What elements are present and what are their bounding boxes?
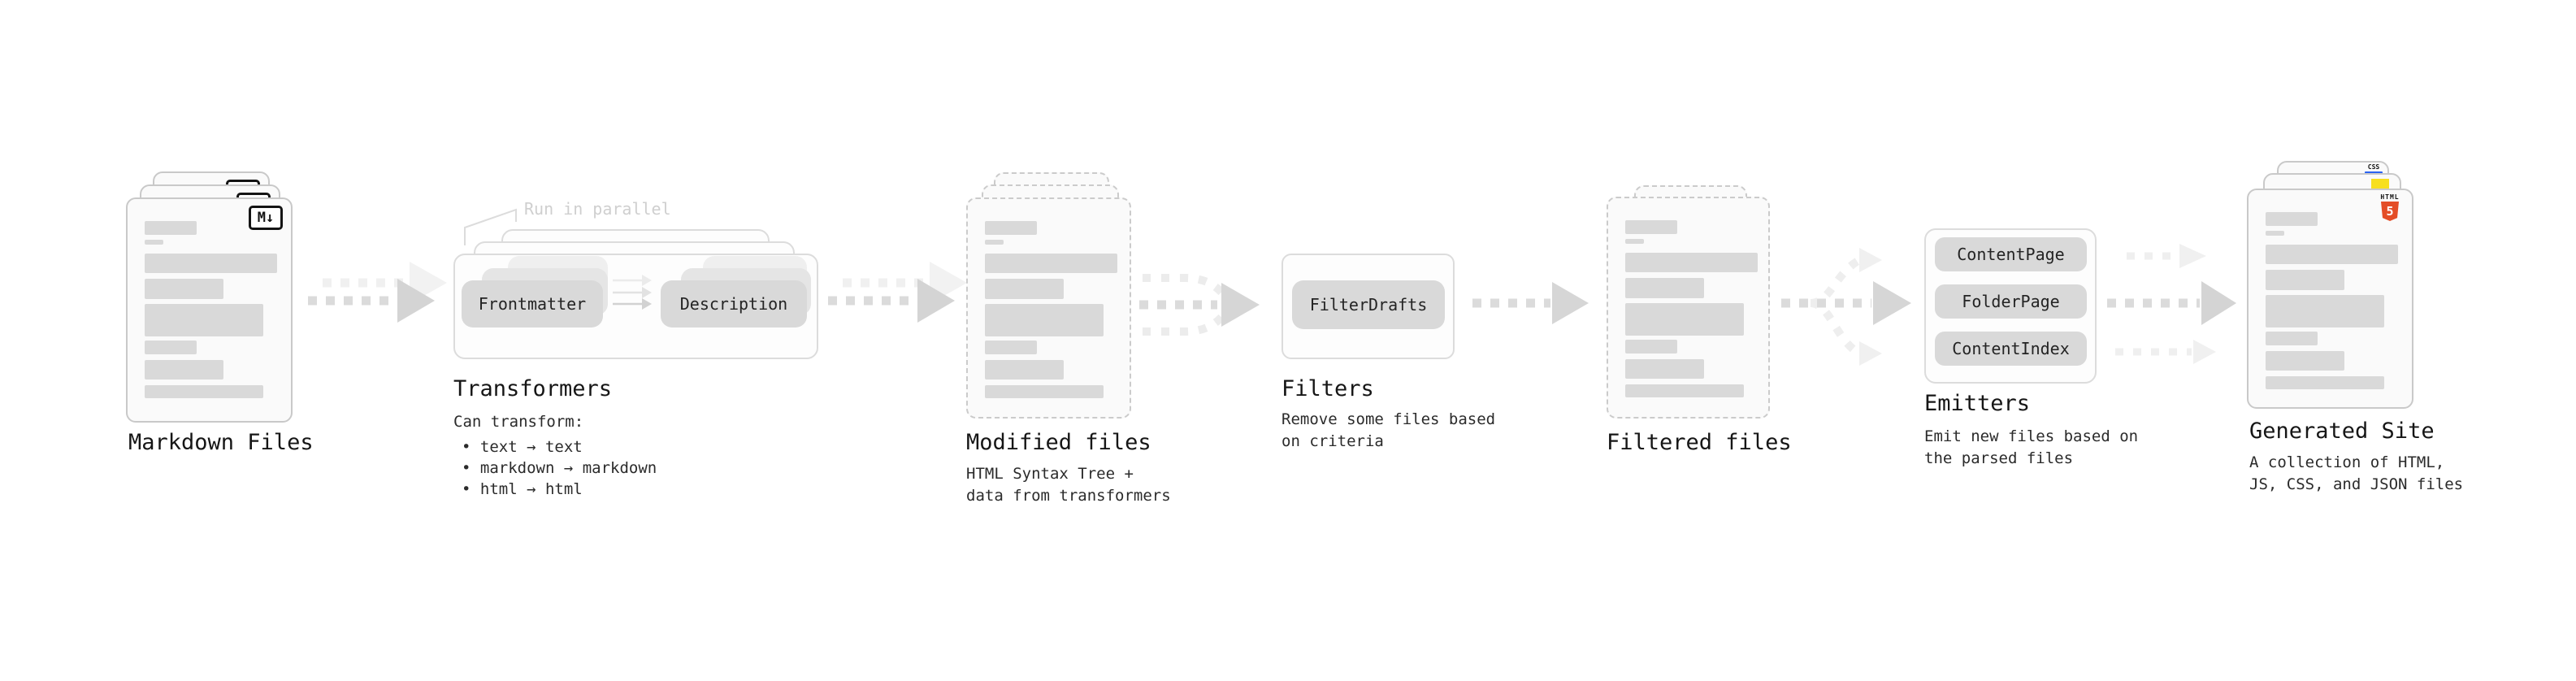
bullet-item: • markdown → markdown [462, 459, 657, 477]
document-placeholder-lines [2249, 190, 2412, 389]
run-in-parallel-note: Run in parallel [524, 199, 671, 219]
document-placeholder-lines [1608, 198, 1768, 397]
filtered-file-card-front [1607, 197, 1770, 419]
stage-label-emitters: Emitters [1924, 391, 2031, 416]
site-file-card-html: HTML 5 [2247, 189, 2413, 409]
markdown-file-card-front: M↓ [126, 197, 293, 423]
frontmatter-pill: Frontmatter [462, 280, 603, 327]
document-placeholder-lines [968, 199, 1130, 398]
flow-arrow-markdown-to-transformers [308, 262, 447, 323]
emitters-desc: Emit new files based on the parsed files [1924, 427, 2139, 467]
modified-files-desc: HTML Syntax Tree + data from transformer… [966, 465, 1171, 505]
stage-label-transformers: Transformers [453, 376, 613, 401]
contentindex-pill: ContentIndex [1935, 332, 2087, 366]
filters-desc: Remove some files based on criteria [1281, 410, 1496, 450]
bullet-item: • html → html [462, 480, 583, 498]
contentpage-pill: ContentPage [1935, 237, 2087, 271]
filterdrafts-pill: FilterDrafts [1292, 280, 1445, 329]
flow-arrow-modified-to-filters [1139, 274, 1260, 336]
flow-arrow-transformers-to-modified [828, 262, 967, 323]
flow-arrow-emitters-to-site [2107, 244, 2236, 364]
transform-arrow-front [613, 298, 652, 310]
js-file-icon [2371, 179, 2389, 189]
markdown-icon: M↓ [249, 206, 283, 230]
html5-icon: HTML 5 [2380, 193, 2400, 221]
transformers-desc-title: Can transform: [453, 413, 584, 431]
stage-label-generated-site: Generated Site [2249, 419, 2435, 444]
stage-label-modified-files: Modified files [966, 430, 1151, 455]
modified-file-card-front [966, 197, 1131, 419]
generated-site-desc: A collection of HTML, JS, CSS, and JSON … [2249, 453, 2464, 493]
transformers-bullet-list: • text → text • markdown → markdown • ht… [462, 436, 657, 500]
transform-arrow-middle [613, 287, 652, 298]
bullet-item: • text → text [462, 438, 583, 456]
stage-label-filters: Filters [1281, 376, 1374, 401]
document-placeholder-lines [128, 199, 291, 398]
stage-label-filtered-files: Filtered files [1607, 430, 1792, 455]
description-pill: Description [661, 280, 807, 327]
transform-arrow-back [613, 275, 652, 286]
flow-arrow-filters-to-filtered [1472, 282, 1589, 324]
stage-label-markdown-files: Markdown Files [128, 430, 314, 455]
folderpage-pill: FolderPage [1935, 284, 2087, 319]
note-leader-line [464, 208, 517, 245]
flow-arrow-filtered-to-emitters [1781, 248, 1911, 366]
